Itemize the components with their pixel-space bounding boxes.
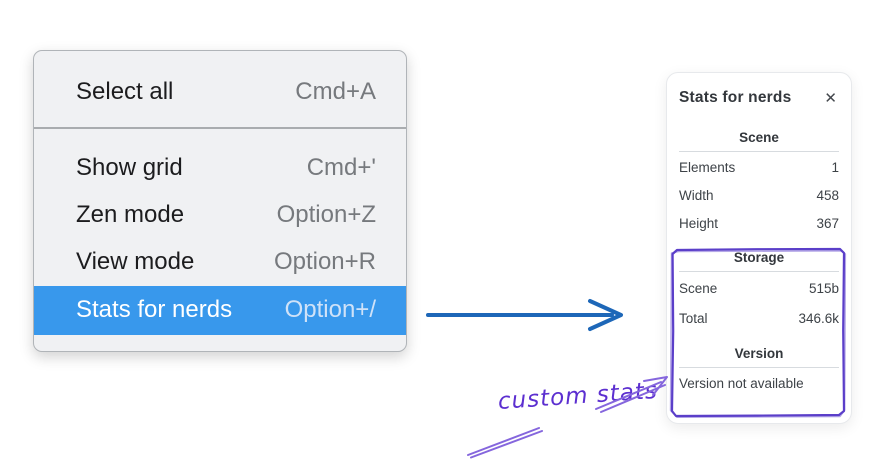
- stats-panel: Stats for nerds ✕ Scene Elements 1 Width…: [666, 72, 852, 424]
- stat-label: Width: [679, 188, 714, 203]
- menu-item-stats-for-nerds[interactable]: Stats for nerds Option+/: [34, 285, 406, 335]
- menu-item-label: View mode: [76, 248, 195, 275]
- stat-row-elements: Elements 1: [679, 154, 839, 182]
- menu-item-shortcut: Option+/: [284, 296, 376, 323]
- stats-panel-title: Stats for nerds: [679, 89, 792, 106]
- sketch-arrow-tail: [467, 427, 543, 459]
- section-divider: [679, 151, 839, 152]
- section-heading-storage: Storage: [733, 250, 785, 265]
- menu-item-label: Select all: [76, 77, 174, 105]
- section-heading-version: Version: [734, 346, 784, 361]
- menu-item-shortcut: Cmd+A: [295, 77, 376, 105]
- menu-item-shortcut: Cmd+': [306, 154, 376, 181]
- stat-label: Height: [679, 216, 719, 231]
- menu-item-label: Show grid: [76, 154, 183, 181]
- menu-item-select-all[interactable]: Select all Cmd+A: [34, 68, 406, 115]
- section-heading-scene: Scene: [739, 130, 779, 145]
- close-icon[interactable]: ✕: [824, 89, 837, 107]
- menu-divider: [34, 127, 406, 129]
- stat-row-scene-storage: Scene 515b: [679, 274, 839, 304]
- stat-row-height: Height 367: [679, 210, 839, 238]
- menu-item-shortcut: Option+R: [273, 248, 376, 275]
- stats-panel-header: Stats for nerds ✕: [679, 87, 839, 109]
- stat-value: 1: [831, 160, 839, 175]
- menu-item-view-mode[interactable]: View mode Option+R: [34, 239, 406, 286]
- stat-value: 458: [816, 188, 839, 203]
- menu-item-label: Zen mode: [76, 201, 185, 228]
- section-divider: [679, 271, 839, 272]
- stat-label: Elements: [679, 160, 736, 175]
- stat-label: Scene: [679, 281, 718, 296]
- menu-item-label: Stats for nerds: [76, 296, 233, 323]
- stat-row-total-storage: Total 346.6k: [679, 304, 839, 334]
- stat-row-width: Width 458: [679, 182, 839, 210]
- context-menu: Select all Cmd+A Show grid Cmd+' Zen mod…: [33, 50, 407, 352]
- version-note: Version not available: [679, 376, 804, 391]
- stat-value: 515b: [808, 281, 839, 296]
- custom-stats-annotation: custom stats: [497, 377, 659, 415]
- menu-item-show-grid[interactable]: Show grid Cmd+': [34, 145, 406, 192]
- menu-item-shortcut: Option+Z: [276, 201, 376, 228]
- blue-arrow: [426, 299, 623, 331]
- stat-label: Total: [679, 311, 708, 326]
- stat-value: 346.6k: [798, 311, 839, 326]
- menu-item-zen-mode[interactable]: Zen mode Option+Z: [34, 192, 406, 239]
- stat-value: 367: [816, 216, 839, 231]
- section-divider: [679, 367, 839, 368]
